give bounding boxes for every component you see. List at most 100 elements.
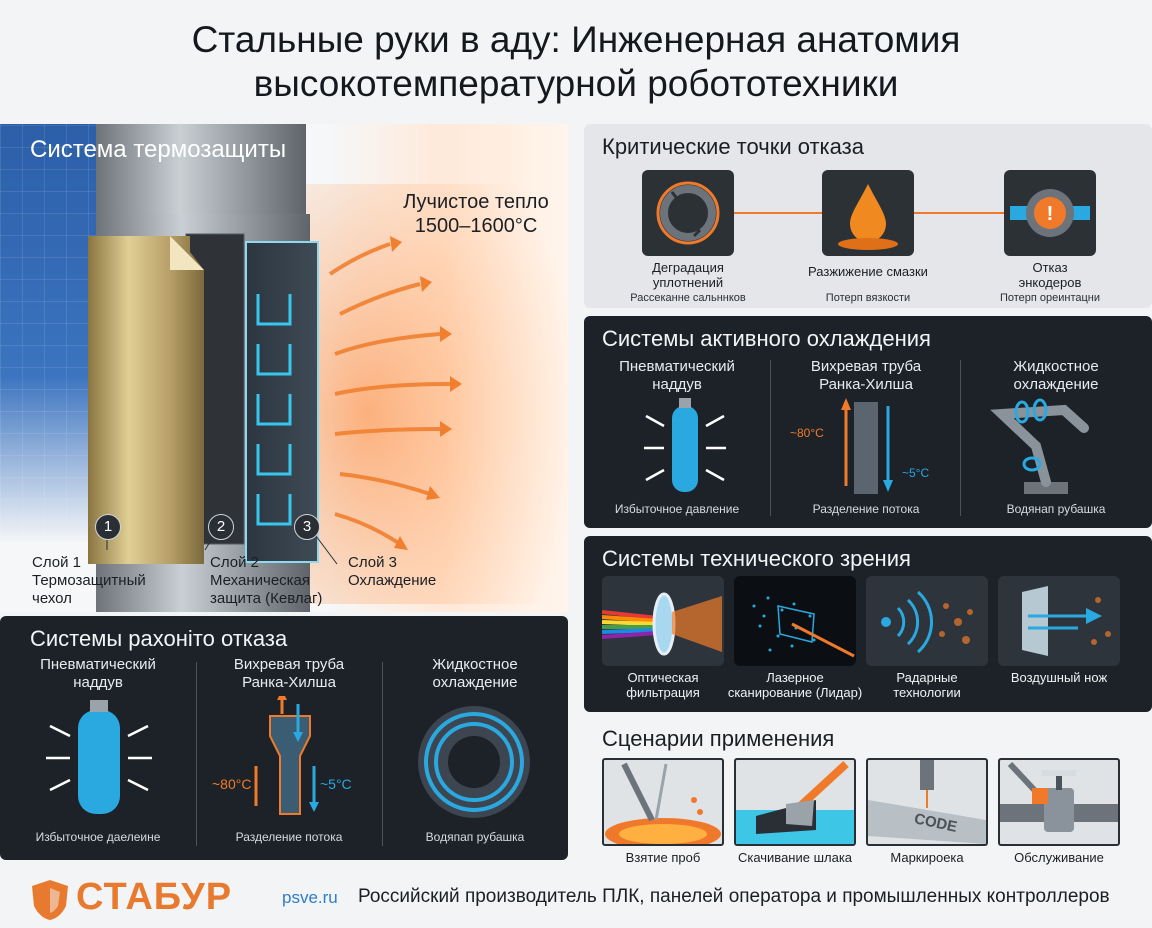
vortex-tube-icon	[841, 398, 893, 494]
fs-col-2-title: Вихревая труба Ранка-Хилша	[200, 656, 378, 692]
optical-filter-icon	[602, 592, 722, 656]
critical-2-sub: Потерп вязкости	[825, 292, 911, 304]
ac-col-1-caption: Избыточное давление	[614, 502, 740, 516]
fs-col-1-title-line-2: наддув	[73, 674, 123, 691]
critical-3-sub: Потерп ореинтацни	[999, 292, 1101, 304]
air-knife-icon	[1022, 586, 1111, 656]
scenario-4-label: Обслуживание	[1014, 850, 1104, 865]
layer-3-line-2: Охлаждение	[348, 572, 437, 589]
vision-1-label: Оптическая фильтрация	[592, 670, 734, 700]
ac-col-1-title-line-1: Пневматический	[619, 358, 735, 375]
sampling-icon	[605, 762, 721, 844]
ac-col-2-title-line-1: Вихревая труба	[810, 358, 922, 375]
vision-4-label: Воздушный нож	[988, 670, 1130, 685]
vision-2-line-1: Лазерное	[766, 670, 824, 685]
ac-col-2-caption: Разделение потока	[812, 502, 920, 516]
ac-hot-temp: ~80°C	[790, 426, 824, 440]
layer-1-line-1: Слой 1	[32, 554, 81, 571]
vision-box-3	[866, 576, 988, 666]
vision-3-label: Радарные технологии	[856, 670, 998, 700]
critical-1-line-1: Деградация	[652, 260, 724, 275]
vision-3-line-1: Радарные	[896, 670, 958, 685]
vision-panel: Системы технического зрения	[584, 536, 1152, 712]
vision-box-2	[734, 576, 856, 666]
radiant-arrows	[328, 242, 451, 546]
ac-cold-temp: ~5°C	[902, 466, 930, 480]
thermal-panel-title: Система термозащиты	[30, 136, 287, 163]
active-cooling-icons	[644, 398, 1089, 494]
vision-box-4	[998, 576, 1120, 666]
critical-1-sub: Рассеканне сальннков	[630, 292, 746, 304]
active-cooling-title: Системы активного охлаждения	[602, 326, 931, 351]
page-title: Стальные руки в аду: Инженерная анатомия…	[0, 18, 1152, 106]
scenario-3-label: Маркироека	[890, 850, 964, 865]
fs-hot-temp: ~80°C	[212, 776, 252, 792]
critical-2-label: Разжижение смазки	[788, 264, 948, 279]
water-jacket-icon	[418, 706, 530, 818]
scenario-box-2	[734, 758, 856, 846]
seal-icon-box	[642, 170, 734, 256]
critical-3-line-2: энкодеров	[1018, 275, 1082, 290]
valve-maintenance-icon	[1000, 761, 1118, 832]
lidar-icon	[752, 596, 855, 658]
layer-1-label: Слой 1 Термозащитный чехол	[32, 554, 146, 608]
ac-col-2-title: Вихревая труба Ранка-Хилша	[776, 358, 956, 394]
critical-3-label: Отказ энкодеров	[970, 260, 1130, 290]
thermal-protection-panel: Система термозащиты	[0, 124, 568, 612]
fs-col-1-caption: Избытoчное даелеине	[35, 830, 161, 844]
layer-3-badge: 3	[294, 514, 320, 540]
layer-3-line-1: Слой 3	[348, 554, 397, 571]
layer-3-label: Слой 3 Охлаждение	[348, 554, 436, 590]
scenario-2-label: Скачивание шлака	[737, 850, 853, 865]
layer-2-line-3: защита (Кевлаг)	[210, 590, 323, 607]
scenario-box-4	[998, 758, 1120, 846]
encoder-warning-icon: !	[1010, 189, 1090, 237]
radiant-heat-temp: 1500–1600°C	[414, 215, 538, 237]
critical-2-line-1: Разжижение смазки	[808, 264, 928, 279]
robot-arm-icon	[990, 398, 1089, 494]
ac-col-2-title-line-2: Ранка-Хилша	[819, 376, 913, 393]
vision-2-line-2: сканирование (Лидар)	[727, 685, 863, 700]
radiant-heat-text: Лучистое тепло	[403, 191, 549, 213]
vision-1-line-1: Оптическая	[627, 670, 699, 685]
fs-col-3-title-line-1: Жидкостное	[432, 656, 518, 673]
layer-2-line-1: Слой 2	[210, 554, 259, 571]
brand-logo: СТАБУР	[76, 876, 233, 918]
layer-2-badge: 2	[208, 514, 234, 540]
ac-col-3-title: Жидкостное охлаждение	[966, 358, 1146, 394]
ac-col-1-title: Пневматический наддув	[588, 358, 766, 394]
critical-1-label: Деградация уплотнений	[608, 260, 768, 290]
thermal-cover	[88, 236, 204, 564]
divider	[196, 662, 197, 846]
layer-1-line-2: Термозащитный	[32, 572, 146, 589]
svg-text:!: !	[1047, 203, 1054, 225]
failure-systems-panel: Системы рахоніто отказа Пневматический н…	[0, 616, 568, 860]
radiant-heat-label: Лучистое тепло 1500–1600°C	[386, 190, 566, 238]
layer-2-line-2: Механическая	[210, 572, 311, 589]
cover-fold	[170, 236, 204, 270]
site-link[interactable]: psve.ru	[282, 888, 338, 907]
vortex-tube-icon	[254, 696, 319, 815]
layer-2-label: Слой 2 Механическая защита (Кевлаг)	[210, 554, 322, 608]
fs-col-1-title: Пневматический наддув	[10, 656, 186, 692]
fs-col-2-title-line-1: Вихревая труба	[233, 656, 345, 673]
failure-systems-title: Системы рахоніто отказа	[30, 626, 288, 651]
steel-shaft	[96, 124, 306, 214]
scenario-box-3: CODE	[866, 758, 988, 846]
tagline: Российский производитель ПЛК, панелей оп…	[358, 886, 1110, 907]
vision-box-1	[602, 576, 724, 666]
fs-col-2-title-line-2: Ранка-Хилша	[242, 674, 336, 691]
scenario-box-1	[602, 758, 724, 846]
vision-4-line-1: Воздушный нож	[1010, 670, 1108, 685]
slag-skimming-icon	[736, 761, 854, 844]
fs-col-3-caption: Водяпап рубашка	[425, 830, 525, 844]
fs-col-3-title-line-2: охлаждение	[432, 674, 518, 691]
fs-col-2-caption: Разделение потока	[235, 830, 343, 844]
fs-cold-temp: ~5°C	[320, 776, 352, 792]
radiant-arrowheads	[390, 236, 462, 550]
critical-connector	[734, 212, 1004, 214]
scenario-1-label: Взятие проб	[625, 850, 701, 865]
shield-logo-icon	[32, 880, 68, 920]
ac-col-3-title-line-1: Жидкостное	[1013, 358, 1099, 375]
vision-title: Системы технического зрения	[602, 546, 911, 571]
